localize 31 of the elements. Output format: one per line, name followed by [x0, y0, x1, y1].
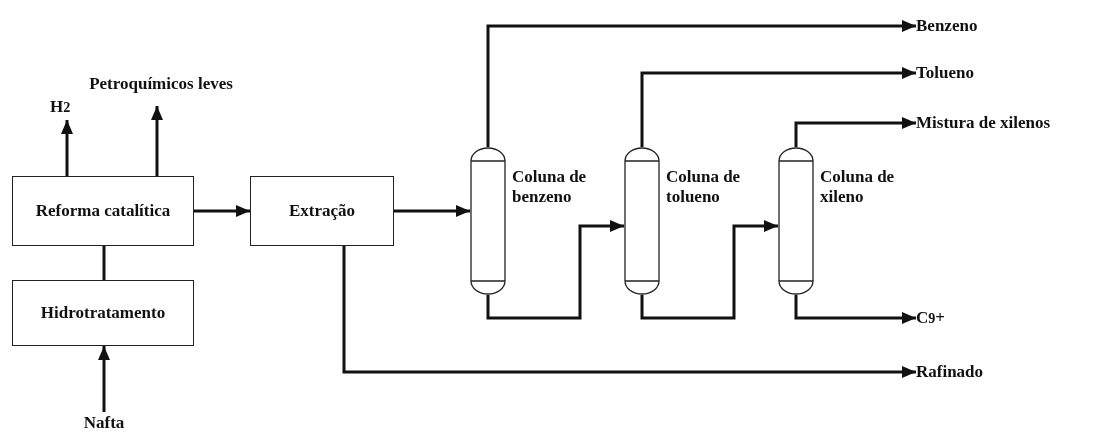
distillation-column: [778, 147, 814, 295]
arrow: [61, 120, 73, 176]
arrow: [640, 220, 778, 320]
stream-label: Mistura de xilenos: [916, 111, 1106, 135]
arrow: [194, 205, 250, 217]
arrow: [486, 220, 624, 320]
arrow: [98, 346, 110, 412]
process-box: [250, 176, 394, 246]
arrow: [342, 246, 916, 378]
process-box: [12, 176, 194, 246]
distillation-column: [624, 147, 660, 295]
arrow: [794, 295, 916, 324]
process-label: Hidrotratamento: [40, 303, 166, 323]
stream-label: Tolueno: [916, 61, 1026, 85]
arrow: [486, 20, 916, 147]
process-box: [12, 280, 194, 346]
stream-label: Rafinado: [916, 360, 1026, 384]
column-label: Coluna de tolueno: [666, 167, 742, 207]
column-label: Coluna de benzeno: [512, 167, 588, 207]
stream-label: Nafta: [72, 412, 136, 434]
stream-label: Benzeno: [916, 14, 1026, 38]
connector-line: [102, 246, 106, 280]
distillation-column: [470, 147, 506, 295]
stream-label: Petroquímicos leves: [86, 62, 236, 106]
column-label: Coluna de xileno: [820, 167, 896, 207]
process-label: Extração: [288, 201, 356, 221]
arrow: [640, 67, 916, 147]
arrow: [394, 205, 470, 217]
arrow: [151, 106, 163, 176]
arrow: [794, 117, 916, 147]
process-label: Reforma catalítica: [35, 201, 171, 221]
